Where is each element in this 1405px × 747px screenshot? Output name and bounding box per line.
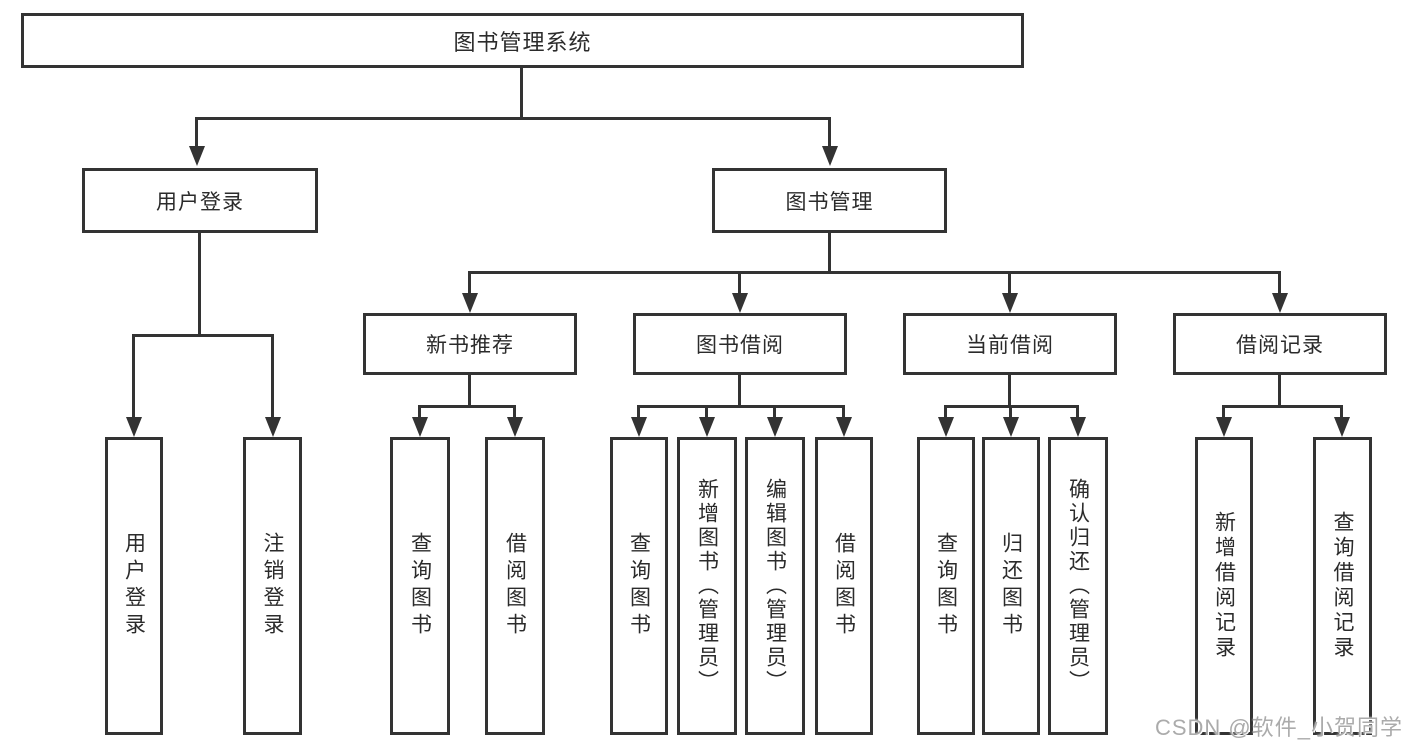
connector-bus	[1222, 405, 1343, 408]
node-borrowing-records: 借阅记录	[1173, 313, 1387, 375]
node-library-management-system: 图书管理系统	[21, 13, 1024, 68]
connector-line	[738, 375, 741, 406]
leaf-label: 查询图书	[627, 532, 651, 640]
node-book-borrowing: 图书借阅	[633, 313, 847, 375]
node-label: 用户登录	[156, 190, 244, 214]
leaf-label: 借阅图书	[832, 532, 856, 640]
arrow-down-icon	[1009, 405, 1012, 417]
arrow-down-icon	[828, 117, 831, 146]
node-book-management: 图书管理	[712, 168, 947, 233]
leaf-borrow-books: 借阅图书	[815, 437, 873, 735]
arrow-down-icon	[1278, 271, 1281, 293]
arrow-down-icon	[705, 405, 708, 417]
arrow-down-icon	[773, 405, 776, 417]
csdn-watermark: CSDN @软件_小贺同学	[1154, 715, 1403, 740]
leaf-query-books: 查询图书	[610, 437, 668, 735]
leaf-edit-books-admin: 编辑图书（管理员）	[745, 437, 805, 735]
arrow-down-icon	[1222, 405, 1225, 417]
arrow-down-icon	[418, 405, 421, 417]
leaf-logout: 注销登录	[243, 437, 302, 735]
arrow-down-icon	[271, 334, 274, 417]
leaf-confirm-return-admin: 确认归还（管理员）	[1048, 437, 1108, 735]
arrow-down-icon	[842, 405, 845, 417]
leaf-label: 新增借阅记录	[1212, 511, 1236, 661]
leaf-query-borrow-record: 查询借阅记录	[1313, 437, 1372, 735]
leaf-label: 查询图书	[934, 532, 958, 640]
arrow-down-icon	[513, 405, 516, 417]
leaf-add-borrow-record: 新增借阅记录	[1195, 437, 1253, 735]
connector-line	[1278, 375, 1281, 406]
leaf-label: 查询图书	[408, 532, 432, 640]
arrow-down-icon	[468, 271, 471, 293]
leaf-label: 编辑图书（管理员）	[763, 478, 787, 694]
leaf-query-books: 查询图书	[917, 437, 975, 735]
arrow-down-icon	[944, 405, 947, 417]
connector-line	[198, 233, 201, 334]
leaf-user-login: 用户登录	[105, 437, 163, 735]
connector-line	[520, 68, 523, 118]
leaf-borrow-books: 借阅图书	[485, 437, 545, 735]
node-current-borrowing: 当前借阅	[903, 313, 1117, 375]
leaf-label: 确认归还（管理员）	[1066, 478, 1090, 694]
node-label: 图书借阅	[696, 334, 784, 357]
leaf-return-books: 归还图书	[982, 437, 1040, 735]
arrow-down-icon	[195, 117, 198, 146]
arrow-down-icon	[132, 334, 135, 417]
node-label: 图书管理	[785, 190, 874, 214]
connector-line	[468, 375, 471, 406]
node-label: 新书推荐	[426, 334, 514, 357]
node-new-book-recommendation: 新书推荐	[363, 313, 577, 375]
arrow-down-icon	[1340, 405, 1343, 417]
node-user-login: 用户登录	[82, 168, 318, 233]
arrow-down-icon	[1076, 405, 1079, 417]
leaf-label: 借阅图书	[503, 532, 527, 640]
connector-bus	[133, 334, 274, 337]
arrow-down-icon	[1008, 271, 1011, 293]
connector-bus	[638, 405, 845, 408]
node-label: 当前借阅	[966, 334, 1054, 357]
connector-bus	[468, 271, 1281, 274]
connector-bus	[195, 117, 831, 120]
arrow-down-icon	[738, 271, 741, 293]
leaf-label: 新增图书（管理员）	[695, 478, 719, 694]
leaf-label: 用户登录	[122, 532, 146, 640]
leaf-query-books: 查询图书	[390, 437, 450, 735]
connector-line	[1008, 375, 1011, 406]
leaf-label: 归还图书	[999, 532, 1023, 640]
connector-bus	[419, 405, 516, 408]
arrow-down-icon	[637, 405, 640, 417]
node-label: 借阅记录	[1236, 334, 1324, 357]
leaf-add-books-admin: 新增图书（管理员）	[677, 437, 737, 735]
connector-line	[828, 233, 831, 271]
leaf-label: 注销登录	[261, 532, 284, 640]
leaf-label: 查询借阅记录	[1331, 511, 1354, 661]
node-label: 图书管理系统	[453, 29, 592, 55]
